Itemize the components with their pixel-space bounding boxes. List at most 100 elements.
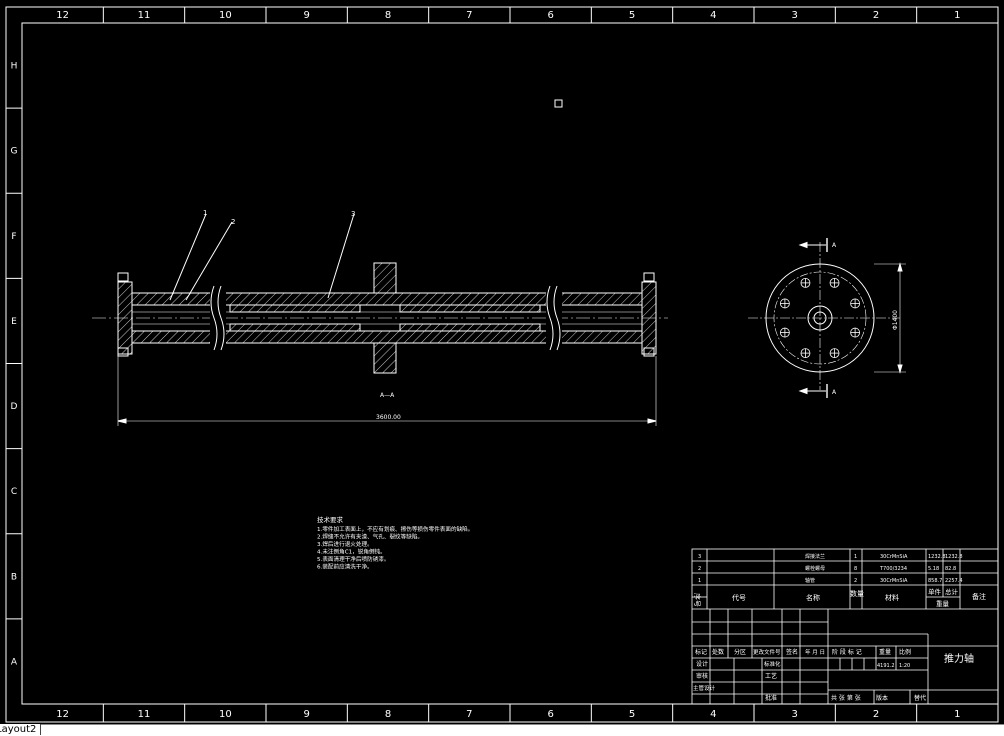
- svg-text:阶 段 标 记: 阶 段 标 记: [832, 648, 862, 656]
- column-zone-label: 8: [385, 709, 391, 720]
- row-zone-label: G: [11, 147, 18, 157]
- svg-text:材料: 材料: [885, 593, 899, 602]
- section-mark-top: A: [832, 242, 837, 249]
- bom-cell-unit-weight: 1232.8: [928, 554, 946, 560]
- section-mark-bottom: A: [832, 389, 837, 396]
- callout-1: 1: [203, 209, 207, 217]
- svg-text:工艺: 工艺: [765, 672, 777, 680]
- length-dimension: 3600.00: [376, 414, 401, 421]
- column-zone-label: 7: [466, 709, 472, 720]
- column-zone-label: 10: [219, 709, 232, 720]
- svg-text:重量: 重量: [936, 600, 950, 608]
- svg-text:年 月 日: 年 月 日: [805, 648, 825, 656]
- column-zone-label: 11: [138, 10, 151, 21]
- column-zone-label: 3: [791, 10, 797, 21]
- column-zone-label: 12: [56, 10, 69, 21]
- layout-tab-bar: Layout2: [0, 724, 1004, 736]
- column-zone-label: 3: [791, 709, 797, 720]
- column-zone-label: 9: [303, 10, 309, 21]
- row-zone-label: H: [11, 62, 18, 72]
- title-block[interactable]: [691, 548, 999, 705]
- row-zone-label: B: [11, 572, 17, 582]
- bolt-holes: [779, 277, 861, 359]
- column-zone-label: 6: [547, 10, 553, 21]
- section-label: A—A: [380, 392, 395, 399]
- tech-req-line: 4.未注倒角C1，锐角倒钝。: [317, 548, 386, 556]
- svg-text:总计: 总计: [945, 587, 959, 596]
- tech-req-heading: 技术要求: [317, 515, 344, 524]
- svg-text:签名: 签名: [786, 648, 798, 656]
- column-zone-label: 1: [954, 10, 960, 21]
- end-view-flange[interactable]: [748, 238, 906, 398]
- bolt-hole-icon: [800, 277, 811, 288]
- bolt-hole-icon: [829, 348, 840, 359]
- svg-text:版本: 版本: [876, 694, 888, 702]
- column-zone-label: 2: [873, 10, 879, 21]
- layout-tab[interactable]: Layout2: [0, 724, 42, 735]
- bom-cell-qty: 1: [854, 554, 857, 560]
- bom-cell-qty: 8: [854, 566, 857, 572]
- column-zone-label: 6: [547, 709, 553, 720]
- bom-cell-name: 轴管: [805, 577, 815, 584]
- column-zone-label: 4: [710, 709, 716, 720]
- column-zone-label: 5: [629, 10, 635, 21]
- sheet-frame: [5, 6, 999, 723]
- svg-text:主管设计: 主管设计: [693, 684, 716, 692]
- column-zone-label: 1: [954, 709, 960, 720]
- svg-text:批准: 批准: [765, 694, 777, 702]
- diameter-dimension: Φ1400: [892, 310, 899, 330]
- bom-cell-no: 3: [698, 554, 701, 560]
- column-zone-label: 7: [466, 10, 472, 21]
- row-zone-label: E: [11, 317, 17, 327]
- column-zone-label: 5: [629, 709, 635, 720]
- row-zone-label: C: [11, 487, 17, 497]
- bom-cell-total-weight: 2257.4: [945, 578, 963, 584]
- tech-req-line: 3.焊后进行退火处理。: [317, 540, 373, 548]
- bolt-hole-icon: [829, 277, 840, 288]
- svg-text:重量: 重量: [879, 648, 891, 656]
- shaft-callouts: 1 2 3: [203, 209, 355, 226]
- bom-cell-unit-weight: 858.7: [928, 578, 942, 584]
- column-zone-label: 11: [138, 709, 151, 720]
- svg-text:共 张 第 张: 共 张 第 张: [831, 694, 861, 702]
- svg-text:1:20: 1:20: [899, 663, 910, 669]
- bolt-hole-icon: [779, 327, 790, 338]
- svg-text:设计: 设计: [696, 660, 708, 668]
- bom-cell-unit-weight: 5.18: [928, 566, 939, 572]
- svg-text:比例: 比例: [899, 648, 911, 656]
- column-zone-label: 4: [710, 10, 716, 21]
- bolt-hole-icon: [800, 348, 811, 359]
- bom-cell-no: 1: [698, 578, 701, 584]
- svg-text:备注: 备注: [972, 592, 986, 601]
- section-view-shaft[interactable]: [92, 213, 668, 426]
- svg-text:更改文件号: 更改文件号: [753, 648, 781, 656]
- technical-requirements: 技术要求 1.零件加工表面上，不应有划痕、擦伤等损伤零件表面的缺陷。2.焊缝不允…: [317, 515, 473, 571]
- column-zone-label: 9: [303, 709, 309, 720]
- cursor-marker-icon: [554, 99, 563, 108]
- svg-text:审核: 审核: [696, 672, 708, 680]
- bom-cell-material: 30CrMnSiA: [880, 554, 908, 560]
- svg-text:数量: 数量: [850, 589, 864, 598]
- svg-text:序号: 序号: [693, 593, 702, 607]
- svg-text:标准化: 标准化: [764, 660, 781, 668]
- bom-cell-no: 2: [698, 566, 701, 572]
- tech-req-line: 6.装配前应清洗干净。: [317, 563, 373, 571]
- tech-req-line: 2.焊缝不允许有夹渣、气孔、裂纹等缺陷。: [317, 533, 423, 541]
- callout-3: 3: [351, 210, 355, 218]
- bom-cell-material: 30CrMnSiA: [880, 578, 908, 584]
- row-zone-label: F: [11, 232, 16, 242]
- bom-cell-material: T700/3234: [879, 566, 907, 572]
- svg-text:分区: 分区: [734, 648, 746, 656]
- svg-text:4191.2: 4191.2: [877, 663, 895, 669]
- bom-cell-total-weight: 82.8: [945, 566, 956, 572]
- bom-cell-total-weight: 1232.8: [945, 554, 963, 560]
- callout-2: 2: [231, 218, 235, 226]
- column-zone-label: 12: [56, 709, 69, 720]
- end-view-labels: A A Φ1400: [832, 242, 899, 396]
- row-zone-label: A: [11, 657, 18, 667]
- tech-req-line: 5.表面清理干净后喷防锈漆。: [317, 555, 389, 563]
- part-name: 推力轴: [944, 652, 974, 665]
- svg-text:单件: 单件: [928, 587, 942, 596]
